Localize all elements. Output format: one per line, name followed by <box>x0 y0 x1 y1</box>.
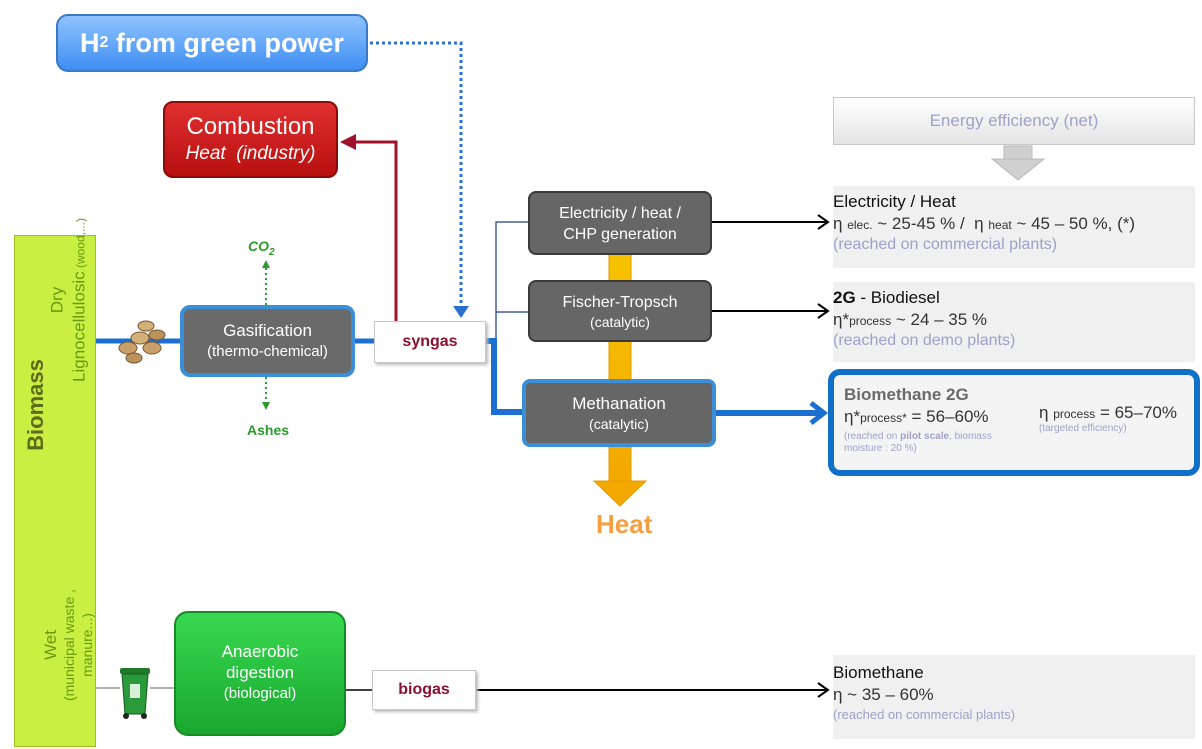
anaerobic-subtitle: (biological) <box>223 685 297 702</box>
wood-logs-icon <box>118 320 166 364</box>
result-biodiesel: 2G - Biodiesel η*process ~ 24 – 35 % (re… <box>833 282 1195 362</box>
r3-sub1: process* <box>860 411 907 425</box>
r1-formula: η elec. ~ 25-45 % / η heat ~ 45 – 50 %, … <box>833 214 1195 234</box>
r3-formula2: η process = 65–70% <box>1039 403 1177 423</box>
dry-example: (wood,...) <box>73 218 88 272</box>
ashes-label: Ashes <box>247 422 290 438</box>
r2-title: 2G - Biodiesel <box>833 288 1195 308</box>
elec-line2: CHP generation <box>563 226 677 243</box>
r3-note-bold: pilot scale <box>900 431 950 442</box>
h2-suffix: from green power <box>108 27 344 58</box>
result-biomethane-2g: Biomethane 2G η*process* = 56–60% (reach… <box>828 369 1200 476</box>
r1-heat-val: ~ 45 – 50 %, (*) <box>1011 214 1136 233</box>
r3-sub2: process <box>1053 407 1096 421</box>
r1-heat-sub: heat <box>988 218 1012 232</box>
result-electricity-heat: Electricity / Heat η elec. ~ 25-45 % / η… <box>833 186 1195 268</box>
combustion-box: Combustion Heat (industry) <box>163 101 338 178</box>
biogas-tag: biogas <box>372 670 476 710</box>
syngas-methanation-line <box>486 338 522 415</box>
ft-subtitle: (catalytic) <box>590 314 650 330</box>
r1-eta1: η <box>833 214 843 233</box>
elec-line1: Electricity / heat / <box>559 205 681 222</box>
r1-elec-sub: elec. <box>847 218 873 232</box>
r2-note: (reached on demo plants) <box>833 332 1016 349</box>
efficiency-header: Energy efficiency (net) <box>833 97 1195 145</box>
combustion-line <box>352 140 398 321</box>
r3-formula1: η*process* = 56–60% <box>844 407 989 427</box>
biomass-panel <box>14 235 96 747</box>
r2-rest: - Biodiesel <box>855 288 940 307</box>
dry-label: Dry Lignocellulosic (wood,...) <box>47 218 92 382</box>
r3-title: Biomethane 2G <box>844 385 969 404</box>
wet-example2: manure...) <box>79 613 95 677</box>
syngas-tag: syngas <box>374 321 486 363</box>
co2-prefix: CO <box>248 238 269 254</box>
green-bin-icon <box>120 668 150 719</box>
anaerobic-digestion-box: Anaerobic digestion (biological) <box>174 611 346 736</box>
combustion-title: Combustion <box>186 113 315 140</box>
combustion-subtitle: Heat (industry) <box>185 143 316 164</box>
fischer-tropsch-box: Fischer-Tropsch (catalytic) <box>528 280 712 342</box>
dry-type: Lignocellulosic <box>69 271 89 382</box>
r3-eta1: η* <box>844 407 861 426</box>
r3-note-c: moisture : 20 %) <box>844 443 917 454</box>
r2-val: ~ 24 – 35 % <box>891 310 988 329</box>
r4-note: (reached on commercial plants) <box>833 707 1016 722</box>
anaerobic-line1: Anaerobic <box>221 642 299 661</box>
r1-note: (reached on commercial plants) <box>833 236 1058 253</box>
wet-label: Wet (municipal waste , manure...) <box>41 588 96 702</box>
efficiency-arrow <box>990 145 1046 181</box>
gasification-box: Gasification (thermo-chemical) <box>180 305 355 377</box>
r3-val2: = 65–70% <box>1095 403 1177 422</box>
anaerobic-line2: digestion <box>225 663 295 682</box>
co2-sub: 2 <box>269 246 275 258</box>
r2-formula: η*process ~ 24 – 35 % <box>833 310 1195 330</box>
h2-sub: 2 <box>99 34 109 51</box>
heat-label: Heat <box>596 509 653 539</box>
meth-subtitle: (catalytic) <box>589 416 649 432</box>
r4-formula: η ~ 35 – 60% <box>833 685 934 704</box>
r1-title: Electricity / Heat <box>833 192 956 211</box>
r2-sub: process <box>849 314 892 328</box>
wet-main: Wet <box>41 630 60 660</box>
result-biomethane: Biomethane η ~ 35 – 60% (reached on comm… <box>833 655 1195 739</box>
r1-elec-val: ~ 25-45 % / <box>872 214 975 233</box>
wet-example1: (municipal waste , <box>61 588 77 702</box>
r3-note-a: (reached on <box>844 431 901 442</box>
biomass-label: Biomass <box>23 359 48 451</box>
gasification-title: Gasification <box>223 321 312 340</box>
ft-title: Fischer-Tropsch <box>562 294 678 311</box>
r3-val1: = 56–60% <box>906 407 989 426</box>
r2-eta: η* <box>833 310 850 329</box>
r4-title: Biomethane <box>833 663 924 682</box>
h2-feed-line <box>370 41 463 312</box>
methanation-box: Methanation (catalytic) <box>522 379 716 447</box>
r3-note1: (reached on pilot scale, biomass moisture… <box>844 431 1034 455</box>
r3-note2: (targeted efficiency) <box>1039 423 1127 434</box>
r2-bold: 2G <box>833 288 856 307</box>
dry-main: Dry <box>47 286 67 314</box>
h2-prefix: H <box>80 27 100 58</box>
gasification-subtitle: (thermo-chemical) <box>207 343 328 360</box>
r3-note-b: , biomass <box>949 431 992 442</box>
co2-label: CO2 <box>248 238 275 258</box>
electricity-chp-box: Electricity / heat / CHP generation <box>528 191 712 255</box>
r1-eta2: η <box>974 214 984 233</box>
meth-title: Methanation <box>572 394 666 413</box>
r3-eta2: η <box>1039 403 1054 422</box>
